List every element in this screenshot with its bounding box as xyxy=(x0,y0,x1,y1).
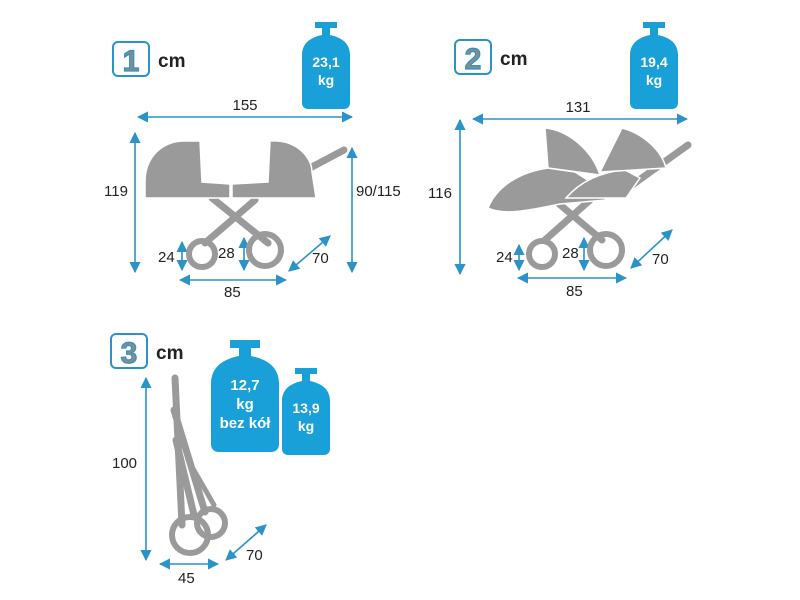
section-1-stroller-drawing xyxy=(144,140,348,270)
section-2-height-label: 116 xyxy=(428,185,452,202)
section-1-height-label: 119 xyxy=(104,183,128,200)
section-3-folded-stroller-drawing xyxy=(169,374,228,556)
section-1: 1 cm 23,1 kg 155 119 90/115 24 28 85 70 xyxy=(104,22,401,301)
section-1-weight-icon: 23,1 kg xyxy=(302,22,350,109)
section-3-width-label: 45 xyxy=(178,570,195,587)
section-3-weight-unit: kg xyxy=(236,396,254,413)
section-3-weight-value: 12,7 xyxy=(230,377,259,394)
section-3-height-label: 100 xyxy=(112,455,137,472)
section-2-weight-unit: kg xyxy=(646,72,662,88)
section-2-stroller-drawing xyxy=(487,127,692,270)
section-1-width-label: 155 xyxy=(232,97,257,114)
section-2-badge: 2 xyxy=(454,39,492,77)
section-2-depth-arrow xyxy=(630,229,673,269)
section-1-unit: cm xyxy=(158,51,185,72)
section-3-weight2-unit: kg xyxy=(298,418,314,434)
section-2-depth-label: 70 xyxy=(652,251,669,268)
section-1-weight-value: 23,1 xyxy=(312,54,339,70)
section-3-unit: cm xyxy=(156,343,183,364)
section-1-depth-label: 70 xyxy=(312,250,329,267)
section-1-number: 1 xyxy=(123,45,140,78)
section-3-badge: 3 xyxy=(110,333,148,371)
section-2-weight-value: 19,4 xyxy=(640,54,667,70)
section-2: 2 cm 19,4 kg 131 116 24 28 85 70 xyxy=(428,22,692,300)
section-2-wheelbase-label: 85 xyxy=(566,283,583,300)
section-2-number: 2 xyxy=(465,43,482,76)
section-1-weight-unit: kg xyxy=(318,72,334,88)
section-1-handle-height-label: 90/115 xyxy=(356,183,401,200)
section-1-depth-arrow xyxy=(288,235,331,272)
section-3-depth-label: 70 xyxy=(246,547,263,564)
section-2-width-label: 131 xyxy=(565,99,590,116)
section-1-large-wheel-label: 28 xyxy=(218,245,235,262)
section-3-number: 3 xyxy=(121,337,138,370)
section-3: 3 cm 12,7 kg bez kół 13,9 kg 100 45 70 xyxy=(110,333,330,587)
section-2-small-wheel-label: 24 xyxy=(496,249,513,266)
section-1-badge: 1 xyxy=(112,41,150,79)
section-2-large-wheel-label: 28 xyxy=(562,245,579,262)
section-3-weight2-value: 13,9 xyxy=(292,400,319,416)
section-2-unit: cm xyxy=(500,49,527,70)
section-1-wheelbase-label: 85 xyxy=(224,284,241,301)
section-3-weight-note: bez kół xyxy=(220,415,272,432)
section-3-weight-icon-large: 12,7 kg bez kół xyxy=(211,340,279,452)
section-3-weight-icon-small: 13,9 kg xyxy=(282,368,330,455)
section-2-weight-icon: 19,4 kg xyxy=(630,22,678,109)
section-1-small-wheel-label: 24 xyxy=(158,249,175,266)
section-3-depth-arrow xyxy=(225,524,267,561)
